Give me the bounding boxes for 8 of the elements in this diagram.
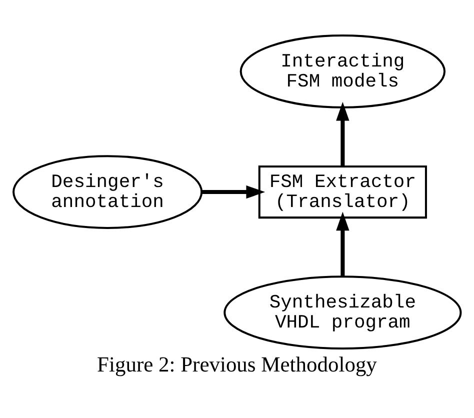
arrow: [336, 211, 350, 276]
arrow: [202, 184, 266, 198]
node-ellipse: Synthesizable VHDL program: [224, 275, 462, 350]
node-ellipse: Desinger's annotation: [12, 154, 203, 228]
node-box: FSM Extractor (Translator): [258, 165, 427, 218]
node-ellipse: Interacting FSM models: [240, 34, 446, 108]
caption: Figure 2: Previous Methodology: [97, 352, 377, 376]
arrow: [336, 101, 350, 166]
